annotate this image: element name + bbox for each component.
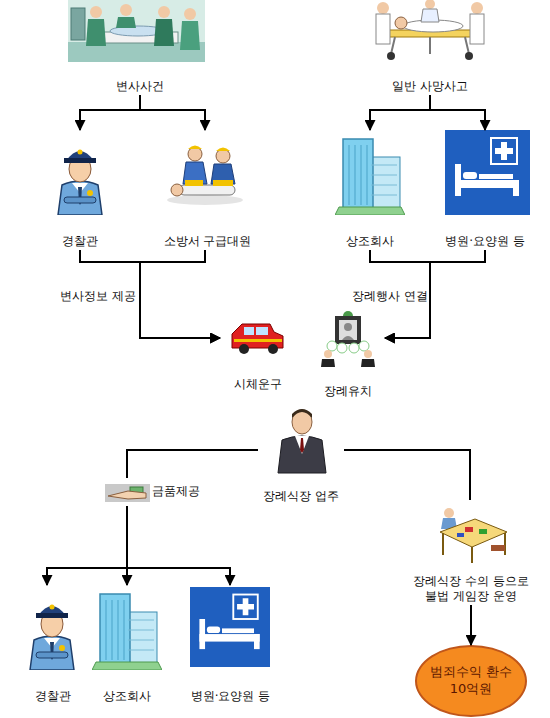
node-caption: 병원·요양원 등: [445, 234, 525, 250]
funeral-altar-icon: [321, 311, 375, 367]
owner-node: 장례식장 업주: [258, 405, 344, 505]
result-circle: 범죄수익 환수 10억원: [415, 645, 527, 717]
hospital-sign-icon: [190, 587, 270, 667]
recipient-node: 상조회사: [87, 585, 167, 705]
recipient-node: 병원·요양원 등: [183, 585, 278, 705]
actor-node: 병원·요양원 등: [435, 130, 535, 250]
stretcher-scene-art: [376, 0, 484, 60]
connector: [370, 95, 430, 130]
action-node: 장례유치: [310, 310, 385, 400]
recipient-node: 경찰관: [15, 585, 90, 705]
node-caption: 경찰관: [62, 234, 98, 250]
hospital-sign-icon: [445, 130, 530, 215]
node-caption: 상조회사: [103, 689, 151, 705]
connector: [47, 506, 127, 585]
edge-label: 장례행사 연결: [352, 288, 428, 305]
node-caption: 일반 사망사고: [392, 79, 468, 95]
node-caption: 금품제공: [152, 484, 200, 500]
node-caption: 장례유치: [324, 384, 372, 400]
gaming-table-icon: [440, 508, 507, 563]
connector: [80, 95, 140, 130]
connector: [127, 506, 230, 585]
funeral-owner-icon: [278, 409, 326, 473]
connector: [470, 605, 472, 645]
action-node: 시체운구: [220, 315, 295, 393]
company-building-icon: [92, 594, 162, 670]
connector: [430, 95, 485, 130]
connector: [140, 95, 205, 130]
connector: [127, 450, 258, 478]
node-caption: 병원·요양원 등: [191, 689, 271, 705]
hearse-icon: [232, 324, 283, 354]
connector: [344, 450, 470, 500]
connector: [140, 250, 220, 338]
actor-node: 경찰관: [40, 130, 120, 250]
node-caption: 범죄수익 환수 10억원: [421, 664, 521, 698]
node-caption: 변사사건: [116, 79, 164, 95]
node-caption: 상조회사: [346, 234, 394, 250]
node-caption: 소방서 구급대원: [164, 234, 252, 250]
event-node: 변사사건: [60, 0, 220, 95]
rescuer-icon: [167, 146, 243, 206]
edge-label: 변사정보 제공: [60, 288, 136, 305]
actor-node: 소방서 구급대원: [150, 130, 265, 250]
node-caption: 장례식장 수의 등으로 불법 게임장 운영: [406, 574, 536, 605]
bribe-node: 금품제공: [100, 478, 200, 506]
node-caption: 경찰관: [35, 689, 71, 705]
node-caption: 시체운구: [234, 377, 282, 393]
death-scene-art: [68, 0, 205, 62]
police-icon: [30, 605, 74, 671]
actor-node: 상조회사: [325, 130, 415, 250]
police-icon: [58, 150, 102, 216]
node-caption: 장례식장 업주: [263, 489, 339, 505]
connector: [126, 506, 128, 585]
money-hand-icon: [105, 484, 150, 502]
company-building-icon: [335, 139, 405, 215]
event-node: 일반 사망사고: [360, 0, 500, 95]
gambling-node: 장례식장 수의 등으로 불법 게임장 운영: [406, 500, 536, 605]
